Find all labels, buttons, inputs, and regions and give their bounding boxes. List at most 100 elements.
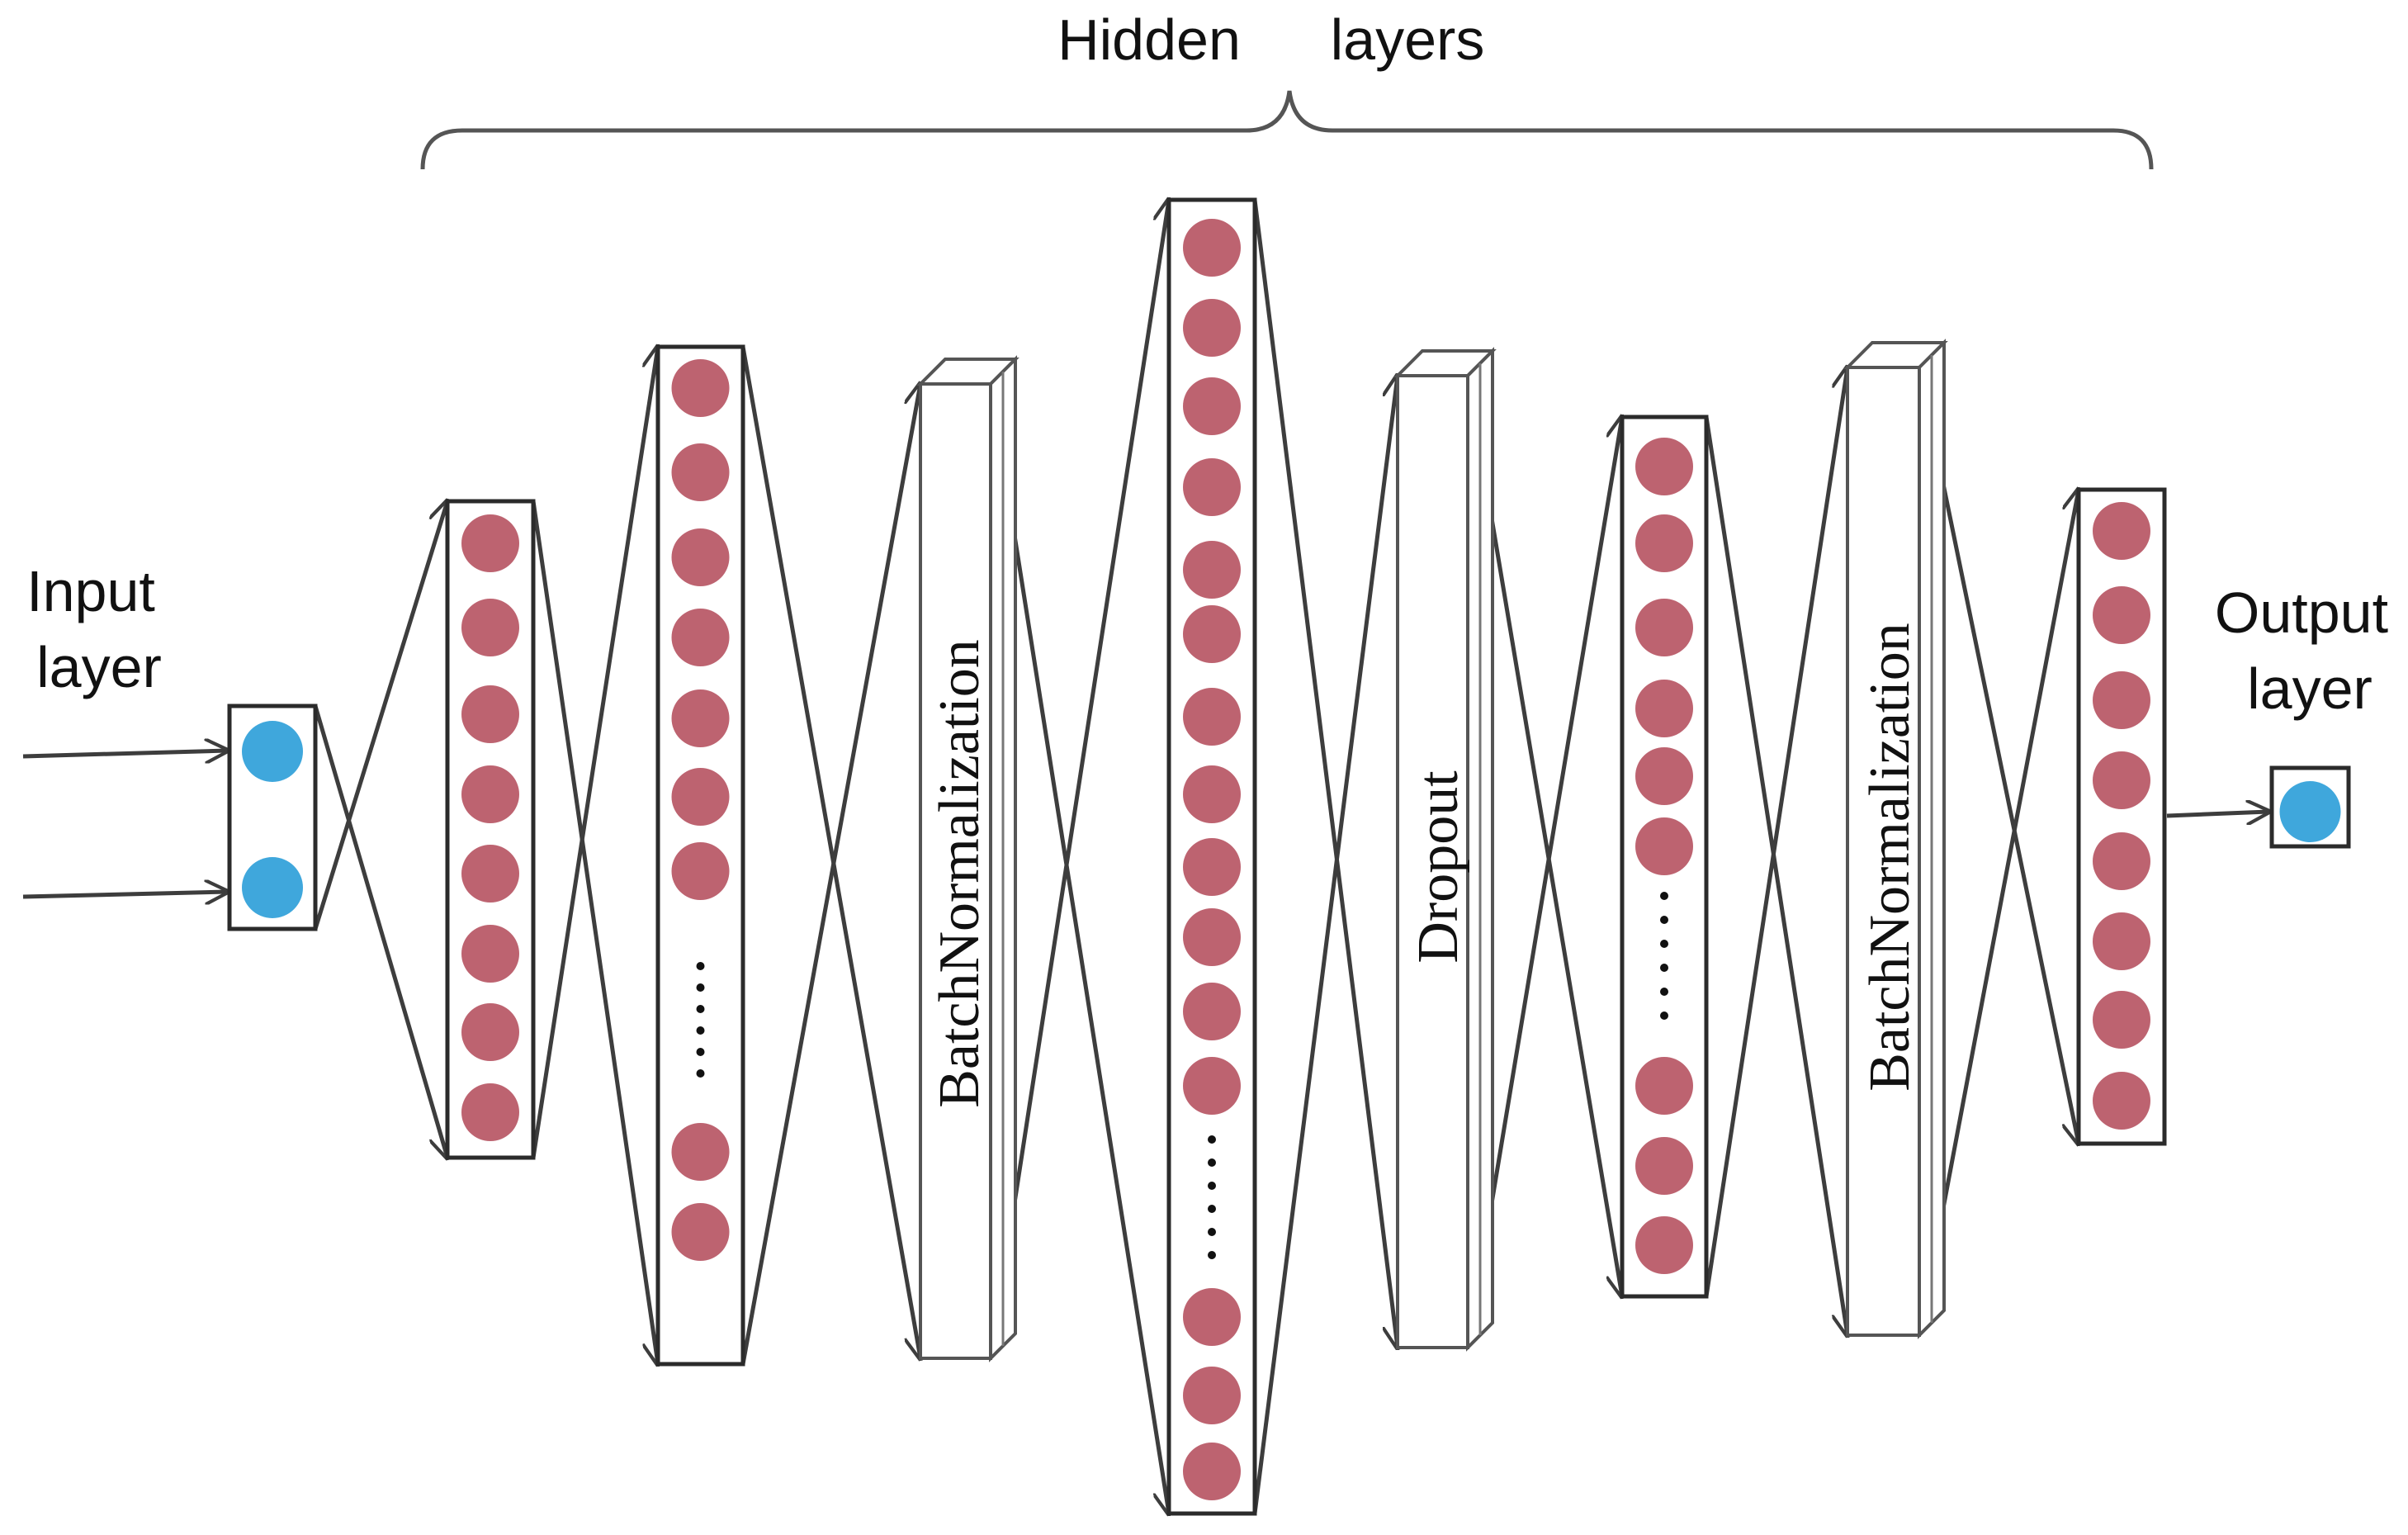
ellipsis-dot — [1660, 964, 1668, 972]
neuron — [1183, 1443, 1241, 1500]
neuron — [1183, 458, 1241, 516]
batchnorm-1-label: BatchNormalization — [928, 639, 991, 1108]
neuron — [2093, 912, 2150, 970]
connection-line — [1917, 367, 2079, 1144]
neuron — [242, 721, 303, 782]
output-layer-label-line-1: Output — [2215, 580, 2388, 645]
ellipsis-dot — [696, 1026, 705, 1035]
neuron — [671, 842, 730, 900]
neuron — [671, 689, 730, 747]
neuron — [2093, 1072, 2150, 1130]
layer-batchnorm-1 — [916, 355, 1019, 1362]
neuron — [2093, 751, 2150, 809]
neuron — [1183, 219, 1241, 277]
neuron — [2093, 502, 2150, 560]
neuron — [1635, 1216, 1693, 1274]
neuron — [1635, 438, 1693, 495]
layer-batchnorm-2 — [1843, 339, 1948, 1339]
layer-hidden-1 — [445, 499, 536, 1160]
ellipsis-dot — [1208, 1228, 1216, 1236]
ellipsis-dot — [696, 1069, 705, 1078]
neuron — [242, 857, 303, 918]
neuron — [2093, 671, 2150, 729]
output-arrow — [2166, 812, 2268, 816]
neuron — [1183, 377, 1241, 435]
neuron — [1183, 1288, 1241, 1346]
neuron — [1183, 541, 1241, 599]
ellipsis-dot — [696, 1005, 705, 1013]
layers — [227, 197, 2351, 1516]
neuron — [461, 1003, 519, 1061]
layer-hidden-4 — [1620, 415, 1709, 1299]
neuron — [1635, 1057, 1693, 1115]
neuron — [671, 528, 730, 586]
neuron — [671, 609, 730, 666]
ellipsis-dot — [1208, 1182, 1216, 1190]
neuron — [461, 845, 519, 903]
neuron — [2093, 991, 2150, 1049]
neuron — [1183, 605, 1241, 663]
neuron — [671, 1203, 730, 1261]
connection-line — [313, 705, 447, 1158]
input-layer-label-line-2: layer — [36, 635, 162, 699]
neuron — [1635, 747, 1693, 805]
output-layer-label-line-2: layer — [2247, 656, 2373, 721]
hidden-layers-brace — [420, 90, 2154, 170]
layer-hidden-5 — [2076, 487, 2167, 1146]
connection-line — [988, 383, 1169, 1514]
neuron — [461, 925, 519, 983]
layer-hidden-2 — [655, 344, 745, 1367]
neuron — [2093, 586, 2150, 644]
neuron — [1183, 1367, 1241, 1424]
ellipsis-dot — [696, 983, 705, 992]
ellipsis-dot — [1660, 988, 1668, 996]
prism-front-face — [1846, 366, 1921, 1337]
ellipsis-dot — [1208, 1251, 1216, 1259]
connection-line — [531, 500, 658, 1364]
neuron — [461, 1083, 519, 1141]
neuron — [671, 768, 730, 826]
neuron — [2279, 781, 2341, 842]
neuron — [1183, 1057, 1241, 1115]
ellipsis-dot — [1660, 940, 1668, 948]
neuron — [1183, 299, 1241, 357]
neuron — [1183, 765, 1241, 823]
prism-front-face — [919, 382, 992, 1360]
layer-hidden-3 — [1166, 197, 1257, 1516]
neuron — [671, 443, 730, 501]
neuron — [1635, 514, 1693, 572]
ellipsis-dot — [1208, 1135, 1216, 1144]
connection-line — [1917, 490, 2079, 1336]
input-arrow-2 — [22, 892, 227, 897]
neuron — [1635, 817, 1693, 875]
neuron — [1635, 680, 1693, 737]
dropout-label: Dropout — [1407, 770, 1470, 964]
input-layer-label-line-1: Input — [26, 559, 155, 623]
neuron — [2093, 832, 2150, 890]
connection-line — [740, 346, 920, 1358]
input-arrow-1 — [22, 751, 227, 756]
layer-dropout — [1393, 347, 1497, 1352]
neuron — [461, 514, 519, 572]
hidden-layers-title-hidden: Hidden — [1057, 7, 1241, 72]
connection-line — [531, 347, 658, 1158]
ellipsis-dot — [696, 962, 705, 970]
neuron — [1635, 1137, 1693, 1195]
connection-line — [988, 200, 1169, 1359]
ellipsis-dot — [696, 1048, 705, 1056]
prism-front-face — [1396, 374, 1469, 1349]
neuron — [1183, 983, 1241, 1040]
neuron — [671, 359, 730, 417]
neuron — [461, 685, 519, 743]
connection-line — [1704, 367, 1847, 1297]
neuron — [461, 599, 519, 656]
connection-line — [740, 384, 920, 1365]
neuron — [1183, 908, 1241, 966]
neuron — [671, 1123, 730, 1181]
neuron — [1183, 688, 1241, 746]
hidden-layers-title-layers: layers — [1331, 7, 1485, 72]
connection-line — [1252, 376, 1398, 1514]
connection-line — [1704, 416, 1847, 1335]
connection-line — [313, 501, 447, 930]
